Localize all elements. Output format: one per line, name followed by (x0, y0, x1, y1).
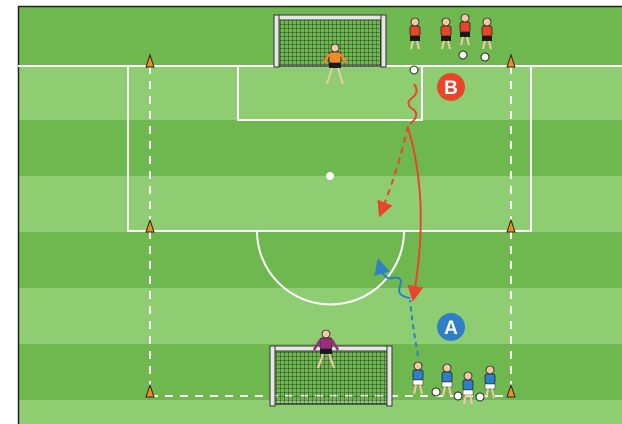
goal-icon (270, 346, 392, 406)
ball-icon (481, 53, 489, 61)
ball-icon (410, 66, 418, 74)
ball-icon (476, 393, 484, 401)
marker-a-label: A (444, 318, 458, 339)
pitch-stripe (18, 232, 622, 288)
ball-icon (459, 51, 467, 59)
marker-a: A (437, 313, 465, 341)
ball-icon (454, 392, 462, 400)
player-icon (410, 66, 418, 74)
ball-icon (432, 388, 440, 396)
marker-b: B (437, 73, 465, 101)
marker-b-label: B (444, 78, 458, 99)
penalty-spot (327, 173, 333, 179)
